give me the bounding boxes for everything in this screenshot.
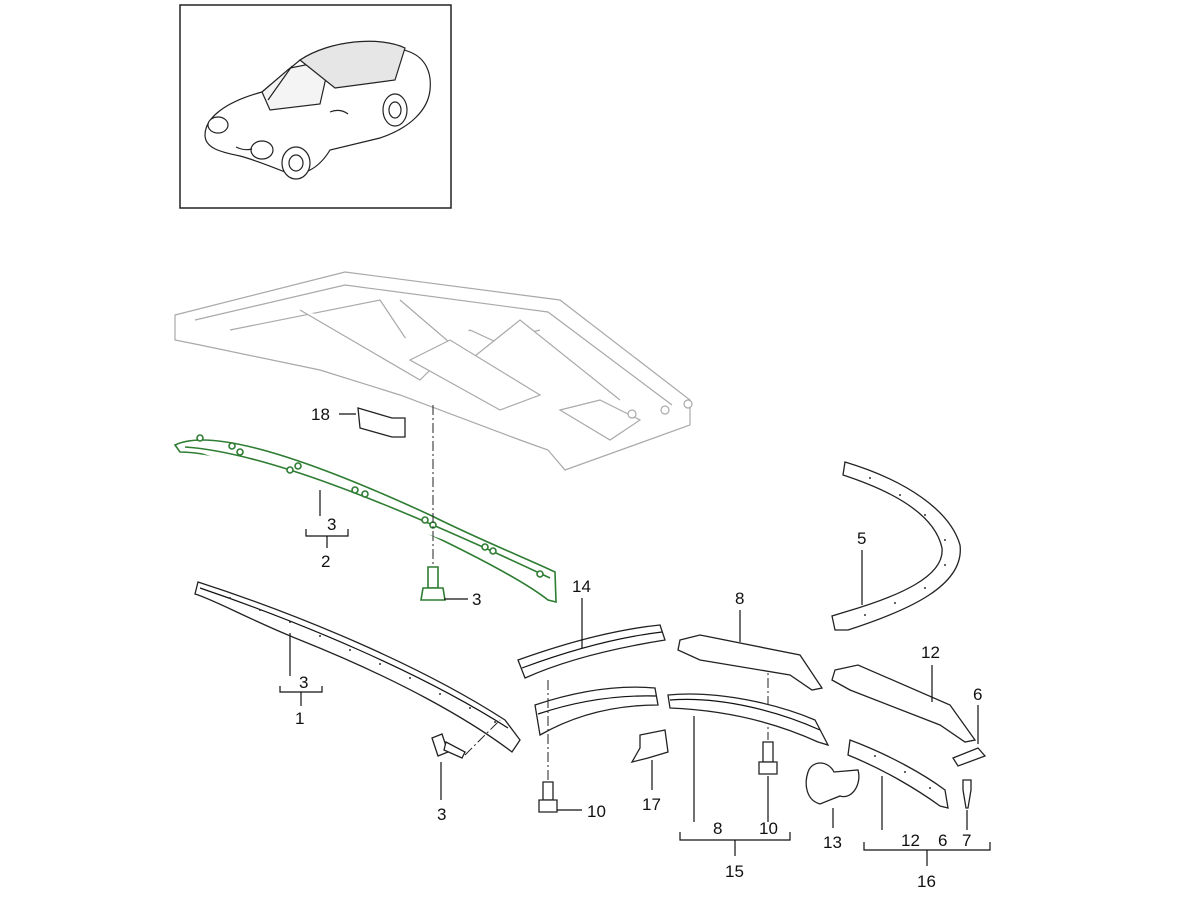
- callout-13: 13: [823, 833, 842, 852]
- part-10-screw-right: [758, 660, 778, 775]
- callout-10: 10: [759, 819, 778, 838]
- callout-3: 3: [437, 805, 446, 824]
- part-18-bracket: [357, 407, 406, 438]
- callout-15: 15: [725, 862, 744, 881]
- callout-8: 8: [713, 819, 722, 838]
- convertible-car-illustration: [204, 40, 431, 180]
- callout-6: 6: [973, 685, 982, 704]
- part-10-screw-left: [538, 680, 558, 813]
- callout-16: 16: [917, 872, 936, 891]
- callout-12: 12: [901, 831, 920, 850]
- part-12-seal: [847, 739, 949, 809]
- callout-12: 12: [921, 643, 940, 662]
- callout-18: 18: [311, 405, 330, 424]
- part-8-upper: [677, 634, 824, 691]
- callout-2: 2: [321, 552, 330, 571]
- vehicle-inset: [179, 4, 452, 209]
- part-1-seal: [194, 581, 521, 753]
- callout-10: 10: [587, 802, 606, 821]
- part-13-clip: [805, 762, 860, 805]
- part-17-clip: [630, 729, 669, 764]
- callout-3: 3: [327, 515, 336, 534]
- part-14-bracket: [517, 624, 666, 679]
- roof-frame: [174, 271, 693, 471]
- callout-17: 17: [642, 795, 661, 814]
- part-3-screw-green: [420, 405, 446, 601]
- part-8-seal: [667, 693, 830, 747]
- part-2-trim-strip[interactable]: [173, 434, 557, 604]
- part-3-screw-lower: [431, 719, 501, 759]
- callout-3: 3: [299, 673, 308, 692]
- callout-3: 3: [472, 590, 481, 609]
- callout-1: 1: [295, 709, 304, 728]
- part-seal-curve: [534, 686, 659, 737]
- callout-7: 7: [962, 831, 971, 850]
- callouts: 18 3 2 3 3 1 3 10 14 17 8 8 10 15 13 5 1…: [295, 405, 982, 891]
- part-12-upper: [831, 664, 977, 743]
- callout-14: 14: [572, 577, 591, 596]
- part-6-plate: [952, 747, 987, 767]
- leader-lines: [279, 413, 991, 866]
- callout-8: 8: [735, 589, 744, 608]
- callout-5: 5: [857, 529, 866, 548]
- part-5-seal: [831, 461, 961, 631]
- part-7-pin: [962, 779, 972, 809]
- callout-6: 6: [938, 831, 947, 850]
